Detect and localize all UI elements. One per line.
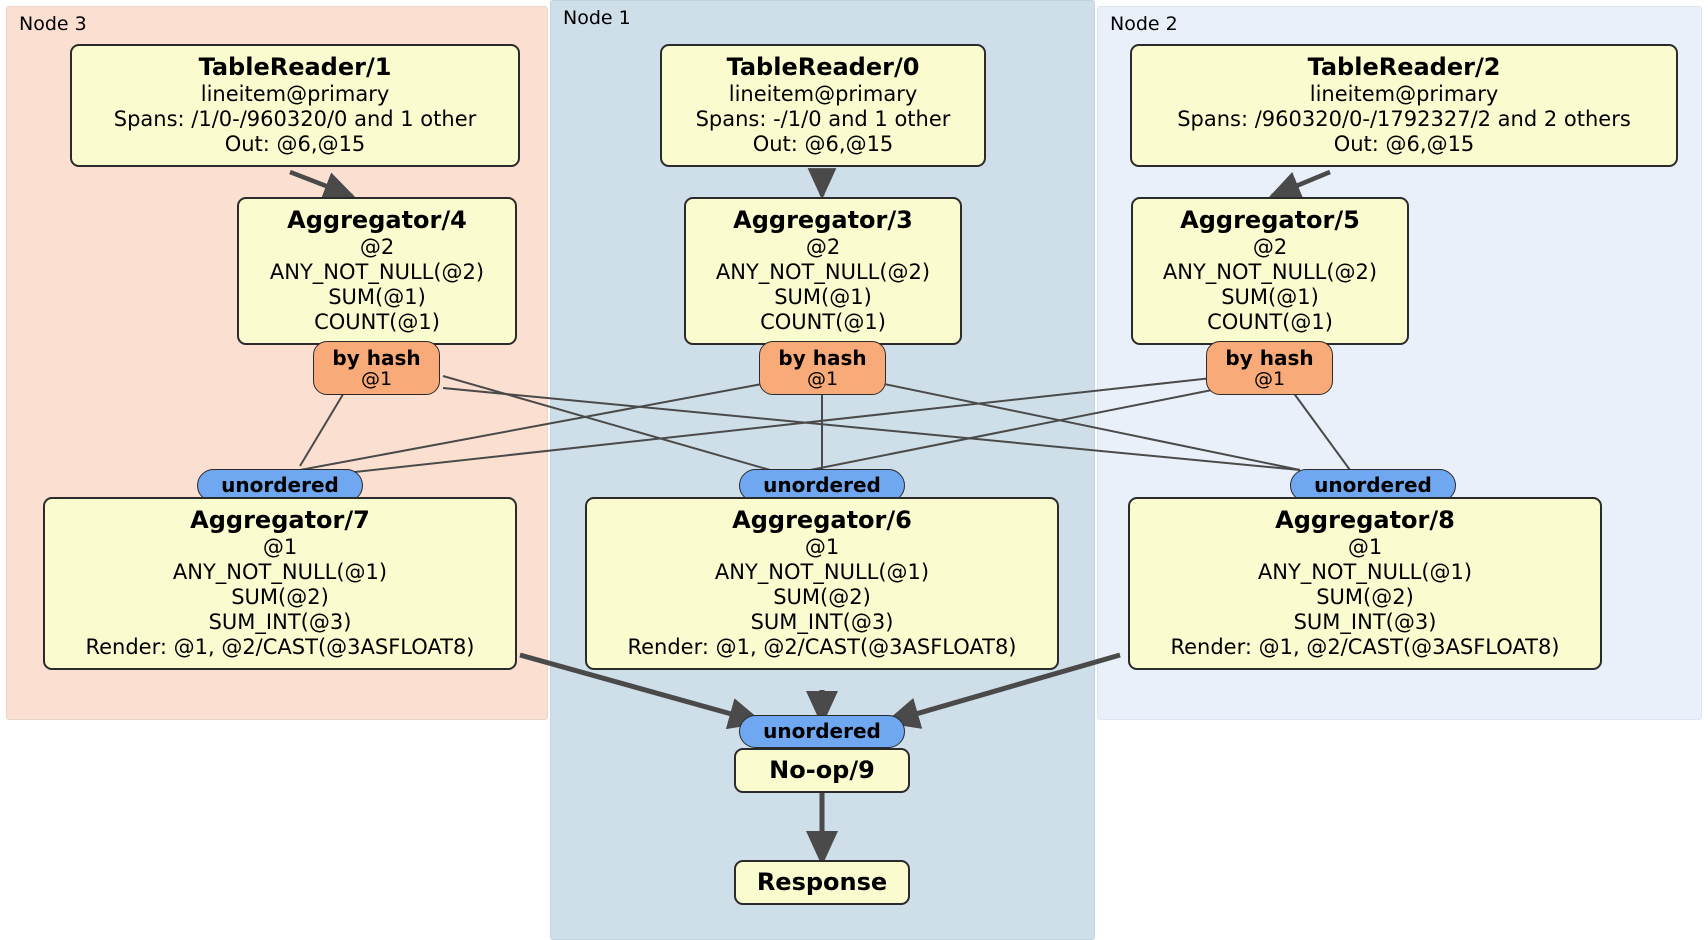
processor-detail-line: ANY_NOT_NULL(@2)	[715, 259, 931, 284]
processor-title: Aggregator/6	[732, 506, 912, 534]
processor-detail-line: SUM(@1)	[328, 284, 426, 309]
processor-detail-line: lineitem@primary	[1309, 82, 1499, 106]
processor-detail-line: @2	[1252, 235, 1288, 259]
processor-box-aggregator-8[interactable]: Aggregator/8 @1 ANY_NOT_NULL(@1) SUM(@2)…	[1128, 497, 1602, 670]
router-label: by hash	[332, 346, 421, 370]
node-panel-label-node-1: Node 1	[563, 7, 631, 29]
node-panel-label-node-3: Node 3	[19, 13, 87, 35]
processor-detail-line: SUM_INT(@3)	[750, 609, 894, 634]
input-sync-unordered-final[interactable]: unordered	[739, 715, 905, 748]
input-sync-unordered-right[interactable]: unordered	[1290, 469, 1456, 502]
processor-detail-line: SUM_INT(@3)	[1293, 609, 1437, 634]
processor-detail-line: SUM(@1)	[1221, 284, 1319, 309]
processor-box-tablereader-2[interactable]: TableReader/2 lineitem@primary Spans: /9…	[1130, 44, 1678, 167]
processor-detail-line: Out: @6,@15	[1333, 131, 1475, 156]
processor-detail-line: @1	[262, 535, 298, 559]
processor-detail-line: ANY_NOT_NULL(@2)	[1162, 259, 1378, 284]
processor-detail-line: Out: @6,@15	[752, 131, 894, 156]
output-router-hash-right[interactable]: by hash @1	[1206, 341, 1333, 395]
output-router-hash-mid[interactable]: by hash @1	[759, 341, 886, 395]
processor-detail-line: Spans: /1/0-/960320/0 and 1 other	[113, 106, 477, 131]
processor-detail-line: COUNT(@1)	[760, 309, 886, 334]
processor-render-line: Render: @1, @2/CAST(@3ASFLOAT8)	[627, 634, 1017, 659]
processor-detail-line: ANY_NOT_NULL(@1)	[714, 559, 930, 584]
node-panel-label-node-2: Node 2	[1110, 13, 1178, 35]
processor-box-noop-9[interactable]: No-op/9	[734, 748, 910, 793]
processor-box-aggregator-6[interactable]: Aggregator/6 @1 ANY_NOT_NULL(@1) SUM(@2)…	[585, 497, 1059, 670]
router-column: @1	[360, 368, 393, 391]
processor-detail-line: lineitem@primary	[728, 82, 918, 106]
processor-detail-line: Out: @6,@15	[224, 131, 366, 156]
processor-box-tablereader-1[interactable]: TableReader/1 lineitem@primary Spans: /1…	[70, 44, 520, 167]
output-router-hash-left[interactable]: by hash @1	[313, 341, 440, 395]
processor-title: Aggregator/7	[190, 506, 370, 534]
processor-detail-line: ANY_NOT_NULL(@1)	[172, 559, 388, 584]
router-label: by hash	[778, 346, 867, 370]
processor-title: Aggregator/3	[733, 206, 913, 234]
processor-detail-line: ANY_NOT_NULL(@1)	[1257, 559, 1473, 584]
processor-detail-line: SUM_INT(@3)	[208, 609, 352, 634]
processor-title: TableReader/1	[198, 53, 392, 81]
processor-detail-line: lineitem@primary	[200, 82, 390, 106]
processor-detail-line: @2	[805, 235, 841, 259]
processor-detail-line: Spans: /960320/0-/1792327/2 and 2 others	[1177, 106, 1631, 131]
processor-detail-line: ANY_NOT_NULL(@2)	[269, 259, 485, 284]
processor-title: Response	[756, 868, 888, 896]
router-label: unordered	[763, 473, 881, 498]
processor-detail-line: Spans: -/1/0 and 1 other	[695, 106, 951, 131]
router-label: unordered	[221, 473, 339, 498]
processor-detail-line: @1	[1347, 535, 1383, 559]
processor-box-aggregator-5[interactable]: Aggregator/5 @2 ANY_NOT_NULL(@2) SUM(@1)…	[1131, 197, 1409, 345]
router-label: by hash	[1225, 346, 1314, 370]
processor-detail-line: SUM(@1)	[774, 284, 872, 309]
input-sync-unordered-mid[interactable]: unordered	[739, 469, 905, 502]
processor-title: No-op/9	[769, 756, 875, 784]
processor-box-aggregator-7[interactable]: Aggregator/7 @1 ANY_NOT_NULL(@1) SUM(@2)…	[43, 497, 517, 670]
processor-box-aggregator-4[interactable]: Aggregator/4 @2 ANY_NOT_NULL(@2) SUM(@1)…	[237, 197, 517, 345]
processor-detail-line: COUNT(@1)	[1207, 309, 1333, 334]
processor-title: TableReader/2	[1307, 53, 1501, 81]
processor-detail-line: @2	[359, 235, 395, 259]
router-label: unordered	[1314, 473, 1432, 498]
processor-detail-line: SUM(@2)	[1316, 584, 1414, 609]
router-label: unordered	[763, 719, 881, 744]
processor-title: Aggregator/5	[1180, 206, 1360, 234]
router-column: @1	[1253, 368, 1286, 391]
processor-box-tablereader-0[interactable]: TableReader/0 lineitem@primary Spans: -/…	[660, 44, 986, 167]
processor-box-aggregator-3[interactable]: Aggregator/3 @2 ANY_NOT_NULL(@2) SUM(@1)…	[684, 197, 962, 345]
processor-detail-line: SUM(@2)	[773, 584, 871, 609]
processor-title: Aggregator/4	[287, 206, 467, 234]
processor-render-line: Render: @1, @2/CAST(@3ASFLOAT8)	[85, 634, 475, 659]
processor-box-response[interactable]: Response	[734, 860, 910, 905]
processor-title: Aggregator/8	[1275, 506, 1455, 534]
processor-detail-line: COUNT(@1)	[314, 309, 440, 334]
processor-title: TableReader/0	[726, 53, 920, 81]
processor-detail-line: SUM(@2)	[231, 584, 329, 609]
router-column: @1	[806, 368, 839, 391]
processor-detail-line: @1	[804, 535, 840, 559]
processor-render-line: Render: @1, @2/CAST(@3ASFLOAT8)	[1170, 634, 1560, 659]
